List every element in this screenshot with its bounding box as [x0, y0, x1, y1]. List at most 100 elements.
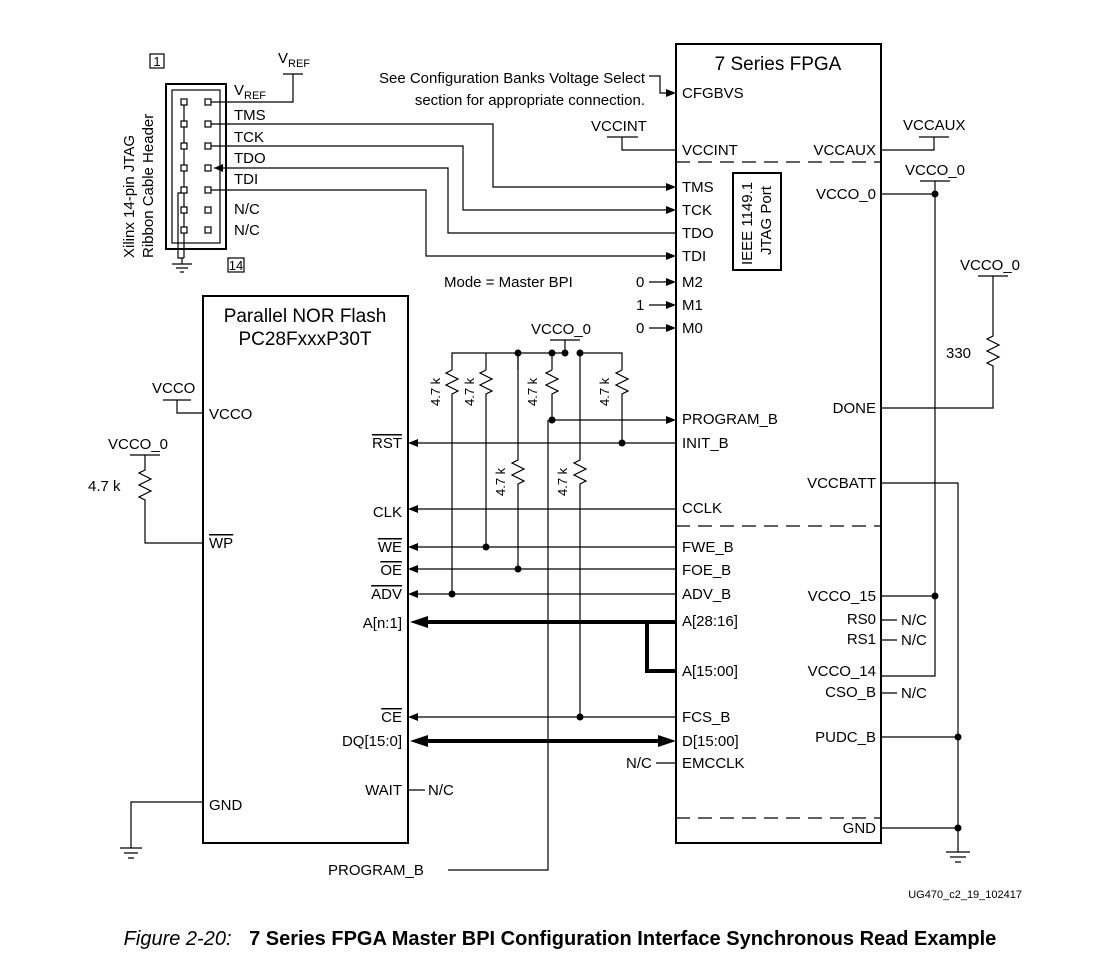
m0-value: 0 — [636, 320, 644, 337]
flash-ground-icon — [120, 801, 203, 859]
fpga-pin-a15-00: A[15:00] — [682, 663, 738, 680]
flash-pin-wp: WP — [209, 535, 233, 552]
tdo-net — [214, 167, 676, 234]
pin-14-marker — [227, 257, 245, 273]
fpga-pin-vcco-14: VCCO_14 — [808, 663, 876, 680]
fpga-pin-vccint: VCCINT — [682, 142, 738, 159]
fpga-pin-rs0: RS0 — [847, 611, 876, 628]
wp-resistor-value: 4.7 k — [88, 478, 121, 495]
bank-vcco0-label: VCCO_0 — [531, 321, 591, 338]
vref-net — [211, 73, 303, 103]
jtag-header-title-2: Ribbon Cable Header — [140, 114, 157, 258]
flash-outline — [202, 295, 409, 844]
flash-pin-a-n-1: A[n:1] — [363, 615, 402, 632]
vccaux-net — [881, 136, 949, 151]
jtag-header-pins — [177, 98, 212, 259]
fpga-pin-tms: TMS — [682, 179, 714, 196]
jtag-port-box — [732, 172, 782, 271]
fpga-pin-fwe-b: FWE_B — [682, 539, 734, 556]
init-b-pullup — [614, 369, 630, 442]
pin-14-label: 14 — [229, 258, 243, 273]
vcco-rail-label: VCCO — [152, 380, 195, 397]
fpga-pin-tdo: TDO — [682, 225, 714, 242]
vccint-rail-label: VCCINT — [591, 118, 647, 135]
fpga-pin-cfgbvs: CFGBVS — [682, 85, 744, 102]
pullup-value-1: 4.7 k — [428, 377, 443, 406]
program-b-ext-label: PROGRAM_B — [328, 862, 424, 879]
fpga-ground-icon — [946, 851, 970, 863]
flash-pin-adv: ADV — [371, 586, 402, 603]
vcco0-bank-net — [881, 180, 950, 677]
flash-pin-ce: CE — [381, 709, 402, 726]
program-b-pullup — [544, 369, 560, 420]
tck-net — [211, 145, 672, 211]
vcco0-rail-label-2: VCCO_0 — [960, 257, 1020, 274]
fpga-pin-vccbatt: VCCBATT — [807, 475, 876, 492]
fpga-pin-m0: M0 — [682, 320, 703, 337]
fpga-pin-emcclk: EMCCLK — [682, 755, 745, 772]
pullup-value-3: 4.7 k — [525, 377, 540, 406]
flash-pin-rst: RST — [372, 435, 402, 452]
flash-pin-vcco: VCCO — [209, 406, 252, 423]
fpga-pin-vccaux: VCCAUX — [813, 142, 876, 159]
fpga-pin-d15-00: D[15:00] — [682, 733, 739, 750]
figure-caption: Figure 2-20: 7 Series FPGA Master BPI Co… — [0, 928, 1120, 951]
foe-pullup — [510, 353, 526, 569]
done-resistor — [881, 275, 1008, 409]
fpga-title: 7 Series FPGA — [715, 54, 842, 75]
vcco0-rail-label-1: VCCO_0 — [905, 162, 965, 179]
figure-reference-id: UG470_c2_19_102417 — [908, 889, 1022, 901]
tdi-net — [211, 189, 672, 257]
jtag-pin-tms: TMS — [234, 107, 266, 124]
rs0-nc: N/C — [901, 612, 927, 629]
fpga-pin-gnd: GND — [843, 820, 877, 837]
fpga-pin-a28-16: A[28:16] — [682, 613, 738, 630]
jtag-pin-nc-2: N/C — [234, 222, 260, 239]
fwe-pullup — [478, 369, 494, 547]
fpga-pin-vcco-15: VCCO_15 — [808, 588, 876, 605]
emcclk-nc: N/C — [626, 755, 652, 772]
pullup-value-6: 4.7 k — [555, 467, 570, 496]
rs1-nc: N/C — [901, 632, 927, 649]
pullup-value-4: 4.7 k — [597, 377, 612, 406]
jtag-pin-vref: VREF — [234, 82, 266, 102]
fpga-pin-fcs-b: FCS_B — [682, 709, 730, 726]
jtag-port-label-2: JTAG Port — [758, 185, 775, 255]
fpga-pin-rs1: RS1 — [847, 631, 876, 648]
fpga-pin-vcco-0: VCCO_0 — [816, 186, 876, 203]
fpga-pin-init-b: INIT_B — [682, 435, 729, 452]
wait-nc: N/C — [428, 782, 454, 799]
mode-label: Mode = Master BPI — [444, 274, 573, 291]
figure-number: Figure 2-20: — [123, 928, 232, 950]
flash-pin-gnd: GND — [209, 797, 243, 814]
adv-pullup — [444, 369, 460, 594]
program-b-ext-net — [448, 420, 549, 871]
fpga-pin-tdi: TDI — [682, 248, 706, 265]
flash-block: Parallel NOR Flash PC28FxxxP30T VCCO WP … — [202, 295, 409, 844]
flash-pin-oe: OE — [380, 562, 402, 579]
wp-vcco0-label: VCCO_0 — [108, 436, 168, 453]
fcs-pullup — [572, 353, 588, 717]
fpga-pin-program-b: PROGRAM_B — [682, 411, 778, 428]
fpga-pin-done: DONE — [833, 400, 876, 417]
vccint-net — [607, 136, 676, 151]
cfgbvs-note-line-2: section for appropriate connection. — [415, 92, 645, 109]
wp-resistor — [130, 454, 203, 544]
jtag-pin-tck: TCK — [234, 129, 264, 146]
tms-net — [211, 123, 672, 188]
pullup-value-5: 4.7 k — [493, 467, 508, 496]
done-resistor-value: 330 — [946, 345, 971, 362]
cso-b-nc: N/C — [901, 685, 927, 702]
figure-title: 7 Series FPGA Master BPI Configuration I… — [249, 928, 997, 950]
pin-1-marker — [149, 53, 165, 69]
flash-title-2: PC28FxxxP30T — [238, 329, 371, 350]
fpga-pin-pudc-b: PUDC_B — [815, 729, 876, 746]
fpga-pin-cso-b: CSO_B — [825, 684, 876, 701]
fpga-block: 7 Series FPGA IEEE 1149.1 JTAG Port CFGB… — [675, 43, 882, 844]
vref-rail-label: VREF — [278, 50, 310, 70]
cfgbvs-note-line-1: See Configuration Banks Voltage Select — [379, 70, 646, 87]
fpga-pin-m2: M2 — [682, 274, 703, 291]
flash-vcco-net — [163, 399, 203, 414]
flash-pin-dq: DQ[15:0] — [342, 733, 402, 750]
